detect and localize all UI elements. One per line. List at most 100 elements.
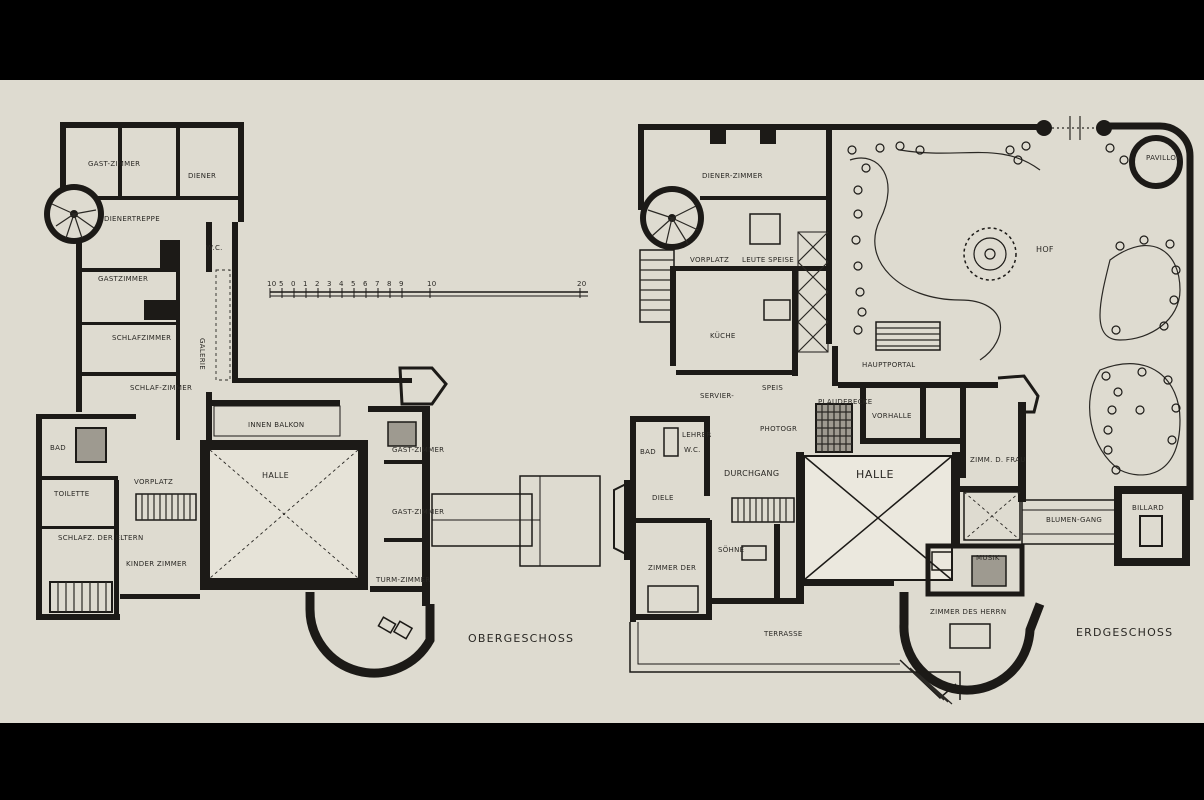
room-label-kinderzimmer: KINDER ZIMMER: [126, 560, 187, 568]
garden-shrub: [1137, 367, 1147, 377]
garden-shrub: [1171, 403, 1181, 413]
garden-shrub: [1105, 143, 1115, 153]
scale-tick-label: 3: [327, 280, 332, 288]
room-label-billard: BILLARD: [1132, 504, 1164, 512]
paper: [0, 80, 1204, 723]
room-label-pavillon: PAVILLON: [1146, 154, 1182, 162]
room-label-galerie: GALERIE: [198, 338, 206, 370]
garden-shrub: [895, 141, 905, 151]
garden-shrub: [1167, 435, 1177, 445]
room-label-wc-upper: W.C.: [206, 244, 223, 252]
room-label-hof: HOF: [1036, 245, 1054, 254]
garden-shrub: [1013, 155, 1023, 165]
scale-tick-label: 9: [399, 280, 404, 288]
garden-shrub: [851, 235, 861, 245]
scale-tick-label: 1: [303, 280, 308, 288]
garden-shrub: [1107, 405, 1117, 415]
room-label-dienerzimmer: DIENER-ZIMMER: [702, 172, 763, 180]
garden-shrub: [1163, 375, 1173, 385]
scale-tick-label: 20: [577, 280, 587, 288]
garden-shrub: [1101, 371, 1111, 381]
garden-shrub: [1169, 295, 1179, 305]
garden-shrub: [855, 287, 865, 297]
room-label-vorhalle: VORHALLE: [872, 412, 912, 420]
room-label-schlafzimmer: SCHLAFZIMMER: [112, 334, 171, 342]
room-labels: GAST-ZIMMER DIENER DIENERTREPPE W.C. GAS…: [50, 154, 1182, 645]
room-label-diener: DIENER: [188, 172, 216, 180]
garden-shrub: [1111, 465, 1121, 475]
room-label-musik: MUSIK: [976, 554, 1000, 562]
scale-tick-label: 4: [339, 280, 344, 288]
scale-tick-label: 10: [267, 280, 277, 288]
garden-shrub: [853, 325, 863, 335]
room-label-halle-upper: HALLE: [262, 471, 289, 480]
room-label-durchgang: DURCHGANG: [724, 469, 779, 478]
room-label-soehne: SÖHNE: [718, 545, 744, 554]
room-label-diele: DIELE: [652, 494, 674, 502]
garden-shrub: [853, 185, 863, 195]
room-label-servier: SERVIER-: [700, 392, 734, 400]
garden-shrub: [1005, 145, 1015, 155]
garden-shrub: [1119, 155, 1129, 165]
room-label-kueche: KÜCHE: [710, 331, 736, 340]
garden-shrub: [1103, 425, 1113, 435]
room-label-vorplatz-upper: VORPLATZ: [134, 478, 173, 486]
scale-tick-label: 8: [387, 280, 392, 288]
garden-shrub: [853, 209, 863, 219]
ground-floor-plan: [613, 116, 1194, 705]
room-label-plauderecke: PLAUDERECKE: [818, 398, 873, 406]
garden-shrub: [1171, 265, 1181, 275]
room-label-bad-upper: BAD: [50, 444, 66, 452]
room-label-terrasse: TERRASSE: [763, 630, 803, 638]
room-label-gastzimmer-right-2: GAST-ZIMMER: [392, 508, 444, 516]
room-label-lehrer: LEHRER: [682, 431, 712, 439]
garden-shrub: [1159, 321, 1169, 331]
room-label-innen-balkon: INNEN BALKON: [248, 421, 304, 429]
room-label-wc-ground: W.C.: [684, 446, 701, 454]
upper-floor-plan: [36, 122, 601, 678]
room-label-blumengang: BLUMEN-GANG: [1046, 516, 1102, 524]
room-label-toilette: TOILETTE: [53, 490, 89, 498]
room-label-hauptportal: HAUPTPORTAL: [862, 361, 915, 369]
garden-shrub: [1135, 405, 1145, 415]
room-label-zimmer-des-herrn: ZIMMER DES HERRN: [930, 608, 1006, 616]
garden-shrub: [915, 145, 925, 155]
room-label-leute-speise: LEUTE SPEISE: [742, 256, 794, 264]
garden-shrub: [1111, 325, 1121, 335]
room-label-dienertreppe: DIENERTREPPE: [104, 215, 160, 223]
room-label-schlafzimmer-2: SCHLAF-ZIMMER: [130, 384, 192, 392]
garden-shrub: [1021, 141, 1031, 151]
scale-tick-label: 0: [291, 280, 296, 288]
room-label-gastzimmer: GASTZIMMER: [98, 275, 148, 283]
scale-tick-label: 10: [427, 280, 437, 288]
garden-shrub: [1139, 235, 1149, 245]
room-label-gastzimmer-top: GAST-ZIMMER: [88, 160, 140, 168]
garden-shrub: [1113, 387, 1123, 397]
garden-shrub: [857, 307, 867, 317]
plan-title-upper: OBERGESCHOSS: [468, 632, 574, 645]
scale-tick-label: 2: [315, 280, 320, 288]
scale-tick-label: 5: [279, 280, 284, 288]
plan-title-ground: ERDGESCHOSS: [1076, 626, 1173, 639]
room-label-vorplatz-ground: VORPLATZ: [690, 256, 729, 264]
scale-tick-label: 7: [375, 280, 380, 288]
room-label-schlafz-eltern: SCHLAFZ. DER ELTERN: [58, 534, 143, 542]
garden-shrub: [1103, 445, 1113, 455]
scale-tick-label: 6: [363, 280, 368, 288]
room-label-bad-ground: BAD: [640, 448, 656, 456]
room-label-turmzimmer: TURM-ZIMMER: [375, 576, 430, 584]
garden-shrub: [1115, 241, 1125, 251]
room-label-photogr: PHOTOGR: [760, 425, 797, 433]
garden-shrub: [1165, 239, 1175, 249]
room-label-gastzimmer-right-1: GAST-ZIMMER: [392, 446, 444, 454]
room-label-speis: SPEIS: [762, 384, 783, 392]
garden-shrub: [875, 143, 885, 153]
garden-shrub: [853, 261, 863, 271]
room-label-zimmer-der: ZIMMER DER: [648, 564, 696, 572]
garden-shrub: [847, 145, 857, 155]
room-label-zimm-frau: ZIMM. D. FRAU: [970, 456, 1026, 464]
garden-shrub: [861, 163, 871, 173]
scale-tick-label: 5: [351, 280, 356, 288]
